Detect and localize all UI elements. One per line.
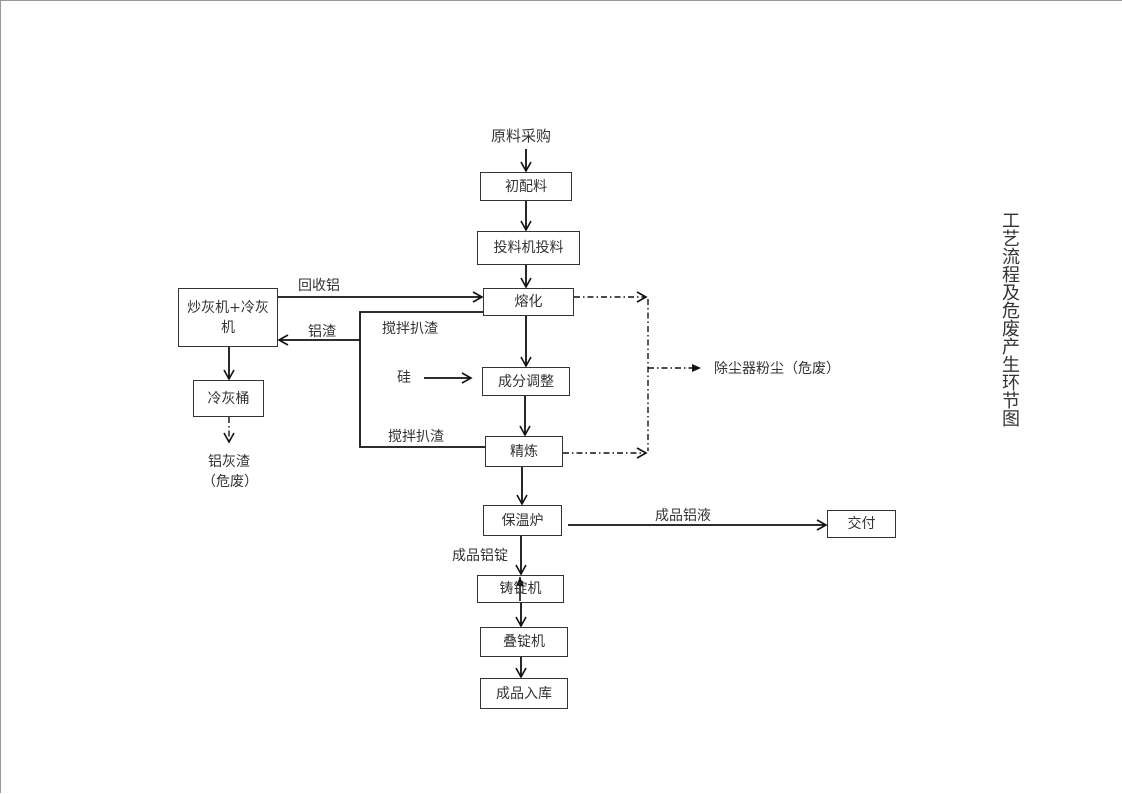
node-initial-batching: 初配料 — [480, 172, 572, 201]
label-silicon: 硅 — [397, 370, 411, 386]
node-refining: 精炼 — [485, 436, 563, 467]
diagram-title: 工艺流程及危废产生环节图 — [999, 211, 1020, 427]
node-melting: 熔化 — [483, 288, 574, 316]
label-recycled-aluminum: 回收铝 — [298, 278, 340, 294]
node-warehouse: 成品入库 — [480, 678, 568, 709]
label-finished-liquid: 成品铝液 — [655, 508, 711, 524]
label-dust-hazardous: 除尘器粉尘（危废） — [714, 361, 840, 377]
node-composition: 成分调整 — [482, 367, 570, 396]
node-ash-processor: 炒灰机+冷灰机 — [178, 288, 278, 347]
node-ash-bucket: 冷灰桶 — [193, 380, 264, 417]
label-ash-hazardous: （危废） — [202, 474, 258, 490]
label-stir-skim-2: 搅拌扒渣 — [388, 429, 444, 445]
node-feeding: 投料机投料 — [477, 231, 580, 265]
node-holding-furnace: 保温炉 — [483, 505, 562, 536]
label-stir-skim-1: 搅拌扒渣 — [382, 321, 438, 337]
label-aluminum-dross: 铝渣 — [308, 324, 336, 340]
node-ingot-caster: 铸锭机 — [477, 575, 564, 603]
label-ash-dross: 铝灰渣 — [208, 454, 250, 470]
skim-loop-line — [359, 311, 485, 448]
label-finished-ingot: 成品铝锭 — [452, 548, 508, 564]
node-ingot-stacker: 叠锭机 — [480, 627, 568, 657]
node-delivery: 交付 — [827, 510, 896, 538]
start-label: 原料采购 — [491, 127, 552, 145]
